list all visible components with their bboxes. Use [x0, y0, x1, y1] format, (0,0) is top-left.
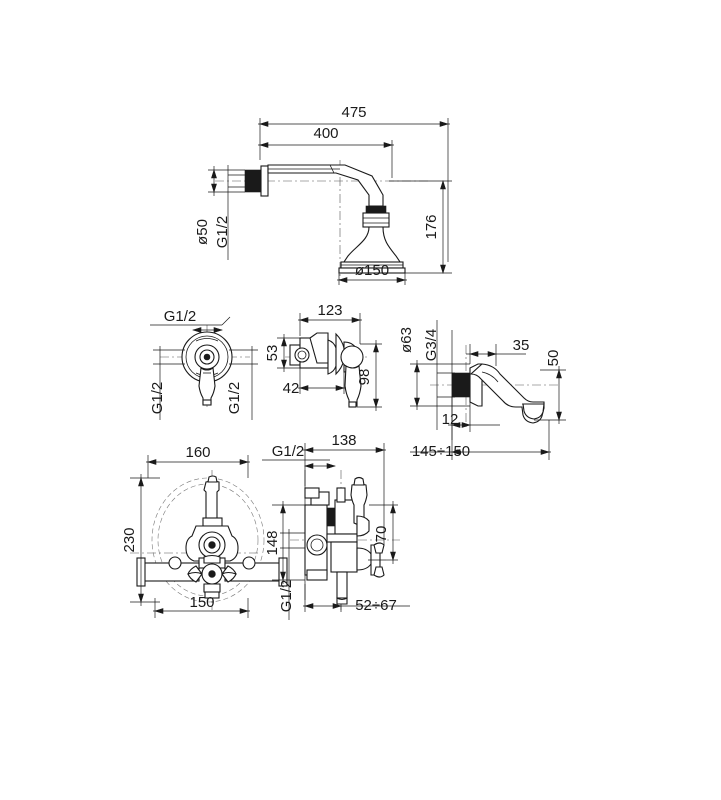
dim-label-mixer-handle-offset: 70 [373, 526, 390, 543]
dim-label-inlet-thread: G1/2 [214, 216, 231, 249]
dim-phi63-g34: ø63 G3/4 [398, 320, 470, 430]
dim-label-mixer-plate-width: 160 [185, 444, 210, 461]
dim-valve-right-thread: G1/2 [226, 346, 258, 420]
dim-475: 475 [258, 104, 450, 262]
dim-145-150: 145÷150 [410, 420, 551, 460]
dim-label-mixer-bottom-thread: G1/2 [278, 580, 295, 613]
dim-label-spout-flange-depth: 35 [513, 337, 530, 354]
dim-label-spout-nipple-length: 12 [442, 411, 459, 428]
dim-label-spout-projection: 145÷150 [412, 443, 470, 460]
dim-230: 230 [121, 474, 160, 606]
dim-mixer-top-thread: G1/2 [262, 443, 337, 469]
dim-phi150: ø150 [337, 262, 407, 285]
dim-label-valve-projection: 123 [317, 302, 342, 319]
dim-phi50-g12: ø50 G1/2 [194, 165, 246, 260]
dim-53: 53 [264, 334, 300, 372]
dim-label-spout-thread: G3/4 [423, 329, 440, 362]
dim-400: 400 [258, 125, 394, 178]
dim-label-head-diameter: ø150 [355, 262, 389, 279]
view-thermostatic-front: 160 230 150 [121, 444, 288, 618]
dim-label-mixer-recess-depth: 52÷67 [355, 597, 397, 614]
dim-label-wall-flange-diameter: ø50 [194, 219, 211, 245]
dim-98: 98 [356, 340, 382, 411]
view-bath-spout: ø63 G3/4 35 50 [398, 320, 566, 460]
dim-150: 150 [153, 594, 250, 618]
dim-label-arm-length: 400 [313, 125, 338, 142]
dim-label-valve-body-depth: 42 [283, 380, 300, 397]
view-shower-head-arm: 475 400 ø50 G1/2 [194, 104, 452, 285]
dim-176: 176 [389, 179, 452, 275]
dim-valve-top-thread: G1/2 [150, 308, 231, 333]
dim-148: 148 [264, 501, 305, 584]
dim-label-head-drop-height: 176 [423, 214, 440, 239]
dim-label-spout-outlet-height: 50 [545, 350, 562, 367]
dim-label-mixer-body-width: 150 [189, 594, 214, 611]
dim-12: 12 [442, 397, 500, 432]
dim-123: 123 [298, 302, 362, 344]
dim-70: 70 [369, 501, 398, 564]
view-thermostatic-side: G1/2 138 148 70 [262, 432, 410, 620]
dim-label-valve-left-thread: G1/2 [149, 382, 166, 415]
dim-label-valve-top-thread: G1/2 [164, 308, 197, 325]
dim-42: 42 [283, 368, 346, 397]
dim-label-arm-total-length: 475 [341, 104, 366, 121]
dim-label-mixer-top-thread: G1/2 [272, 443, 305, 460]
dim-label-mixer-height: 148 [264, 530, 281, 555]
dim-label-valve-right-thread: G1/2 [226, 382, 243, 415]
dim-mixer-bottom-thread: G1/2 [278, 529, 305, 620]
dim-50: 50 [534, 350, 566, 424]
dim-label-valve-handle-drop: 98 [356, 369, 373, 386]
dim-label-spout-flange-diameter: ø63 [398, 327, 415, 353]
dim-160: 160 [146, 444, 250, 478]
dim-35: 35 [466, 337, 529, 366]
dim-52-67: 52÷67 [303, 584, 410, 614]
dim-valve-left-thread: G1/2 [149, 346, 185, 420]
view-wall-valve-side: 123 53 42 98 [264, 302, 382, 411]
dim-138: 138 [303, 432, 386, 545]
view-wall-valve-front: G1/2 G1/2 G1/2 [149, 308, 258, 420]
dim-label-mixer-plate-height: 230 [121, 527, 138, 552]
dim-label-mixer-depth: 138 [331, 432, 356, 449]
dim-label-valve-body-height: 53 [264, 345, 281, 362]
